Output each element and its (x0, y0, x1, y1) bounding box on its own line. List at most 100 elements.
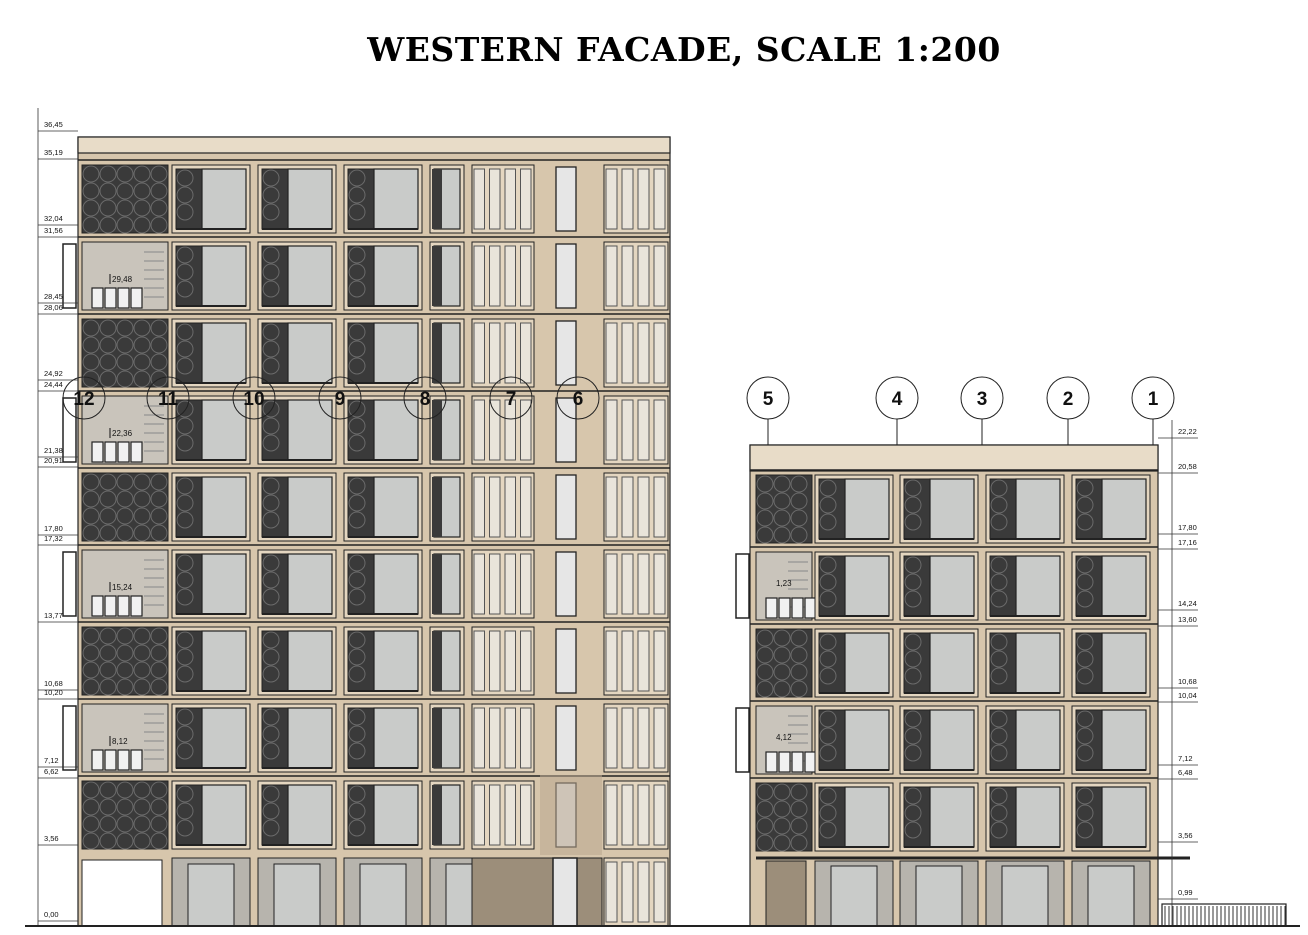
level-label: 17,80 (1178, 523, 1197, 532)
balcony-rail (130, 595, 143, 617)
panel-circle (133, 199, 151, 217)
panel-circle (176, 417, 194, 435)
louvre-fin (653, 553, 666, 615)
louvre-fin (637, 707, 650, 769)
panel-circle (348, 554, 366, 572)
panel-circle (176, 511, 194, 529)
panel-circle (176, 631, 194, 649)
balcony-rail (117, 287, 130, 309)
balcony-screen (735, 707, 750, 773)
panel-circle (150, 353, 168, 371)
louvre-fin (520, 553, 532, 615)
grid-bubble (146, 376, 190, 420)
panel-circle (904, 667, 922, 685)
level-label: 31,56 (44, 226, 63, 235)
louvre-fin (473, 168, 485, 230)
perforated-panel (347, 784, 375, 846)
panel-circle (990, 633, 1008, 651)
perforated-panel (175, 630, 203, 692)
panel-circle (990, 804, 1008, 822)
panel-circle (790, 783, 808, 801)
panel-circle (116, 524, 134, 542)
panel-circle (819, 744, 837, 762)
panel-circle (133, 627, 151, 645)
panel-circle (150, 832, 168, 850)
narrow-panel (432, 246, 442, 306)
panel-circle (990, 590, 1008, 608)
panel-circle (116, 507, 134, 525)
panel-circle (99, 798, 117, 816)
panel-circle (790, 646, 808, 664)
perforated-panel (261, 245, 289, 307)
panel-circle (348, 571, 366, 589)
louvre-fin (653, 707, 666, 769)
panel-circle (756, 800, 774, 818)
panel-circle (348, 708, 366, 726)
louvre-fin (637, 861, 650, 923)
window-glass (844, 478, 890, 540)
window-glass (929, 555, 975, 617)
window-glass (201, 630, 247, 692)
louvre-fin (605, 707, 618, 769)
panel-circle (150, 216, 168, 234)
louvre-fin (504, 245, 516, 307)
balcony-rail (104, 287, 117, 309)
entrance-door (552, 857, 578, 927)
panel-circle (904, 787, 922, 805)
panel-circle (819, 667, 837, 685)
panel-circle (756, 475, 774, 493)
louvre-fin (473, 707, 485, 769)
panel-circle (756, 509, 774, 527)
panel-circle (116, 370, 134, 388)
level-label: 10,04 (1178, 691, 1197, 700)
panel-circle (904, 479, 922, 497)
level-label: 10,68 (44, 679, 63, 688)
panel-circle (262, 648, 280, 666)
panel-circle (116, 336, 134, 354)
panel-circle (819, 633, 837, 651)
balcony-rail (117, 595, 130, 617)
panel-circle (116, 353, 134, 371)
window-glass (844, 632, 890, 694)
panel-circle (82, 678, 100, 696)
panel-circle (990, 513, 1008, 531)
panel-circle (262, 400, 280, 418)
louvre-fin (621, 245, 634, 307)
window-glass (287, 630, 333, 692)
louvre-fin (504, 399, 516, 461)
window-glass (287, 399, 333, 461)
window-glass (287, 245, 333, 307)
panel-circle (116, 216, 134, 234)
panel-circle (348, 802, 366, 820)
balcony-rail (778, 751, 791, 773)
level-label: 14,24 (1178, 599, 1197, 608)
level-label: 22,22 (1178, 427, 1197, 436)
perforated-panel (347, 630, 375, 692)
panel-circle (904, 727, 922, 745)
shadow-area (540, 775, 602, 855)
level-label: 24,44 (44, 380, 63, 389)
panel-circle (348, 246, 366, 264)
panel-circle (176, 477, 194, 495)
perforated-panel (175, 168, 203, 230)
balcony-level-tag: 1,23 (776, 579, 792, 588)
panel-circle (990, 710, 1008, 728)
perforated-panel (347, 322, 375, 384)
panel-circle (904, 710, 922, 728)
panel-circle (904, 744, 922, 762)
balcony-rail (104, 595, 117, 617)
panel-circle (133, 319, 151, 337)
perforated-panel (818, 709, 846, 771)
panel-circle (262, 665, 280, 683)
panel-circle (133, 182, 151, 200)
grid-label: 11 (158, 389, 179, 410)
right-parapet (749, 444, 1159, 472)
perforated-panel (903, 709, 931, 771)
grid-label: 4 (892, 389, 903, 410)
panel-circle (348, 186, 366, 204)
perforated-panel (818, 632, 846, 694)
panel-circle (262, 203, 280, 221)
panel-circle (348, 742, 366, 760)
panel-circle (773, 629, 791, 647)
panel-circle (904, 590, 922, 608)
